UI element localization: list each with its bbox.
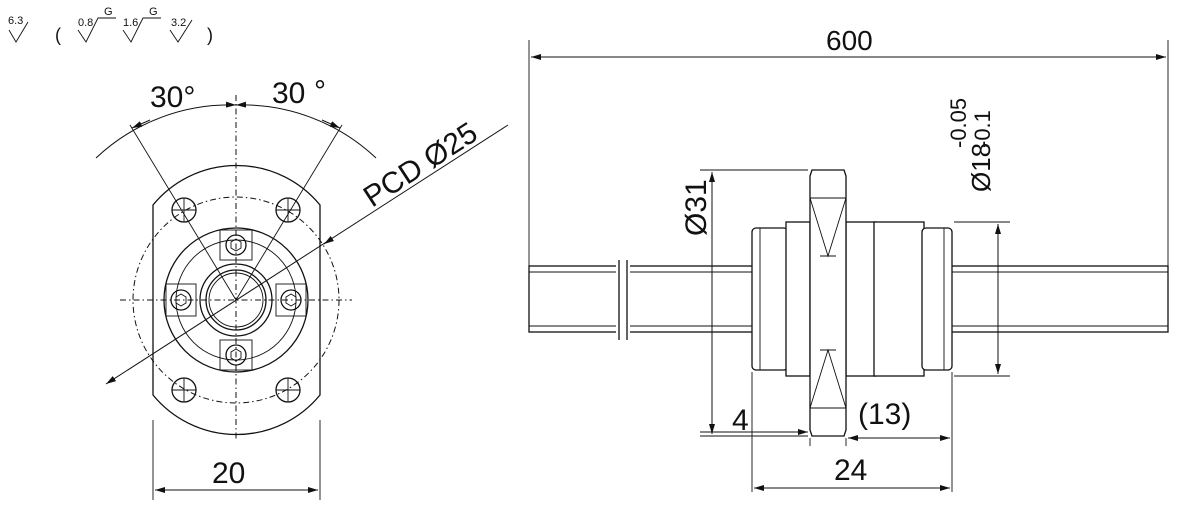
nut-body-right bbox=[873, 221, 925, 377]
nut-length-label: 24 bbox=[834, 454, 867, 487]
side-view: 600 bbox=[528, 25, 1169, 492]
mounting-holes bbox=[171, 197, 301, 403]
bore-inner bbox=[205, 269, 267, 331]
angle-leader-right bbox=[235, 124, 343, 301]
nut-end-right bbox=[921, 227, 953, 371]
pcd-circle bbox=[132, 196, 340, 404]
seal-plates bbox=[165, 229, 307, 371]
finish-value-3: 3.2 bbox=[171, 17, 186, 29]
finish-symbol-1: 0.8 G bbox=[77, 6, 116, 43]
shaft-dia-tol-lower: -0.1 bbox=[970, 110, 995, 148]
shaft-dia-label: Ø18 bbox=[966, 143, 996, 192]
pcd-leader bbox=[105, 124, 509, 385]
nut-end-left bbox=[751, 227, 789, 371]
surface-finish-legend: 6.3 ( 0.8 G 1.6 G 3.2 ) bbox=[8, 6, 213, 45]
ref-length-label: (13) bbox=[858, 398, 911, 431]
finish-main-value: 6.3 bbox=[8, 15, 23, 27]
angle-left-label: 30° bbox=[150, 81, 195, 114]
shaft-dia-tol-upper: -0.05 bbox=[946, 98, 971, 148]
angle-leader-left bbox=[129, 124, 237, 301]
bore-groove bbox=[208, 272, 264, 328]
nut-body-left bbox=[785, 221, 811, 377]
finish-symbol-2: 1.6 G bbox=[122, 6, 161, 43]
pcd-label: PCD Ø25 bbox=[358, 116, 484, 214]
nut-flange bbox=[809, 169, 847, 437]
socket-screws bbox=[170, 234, 302, 366]
flange-dia-label: Ø31 bbox=[680, 179, 713, 236]
finish-symbol-main: 6.3 bbox=[8, 15, 29, 43]
bore-outer bbox=[199, 263, 273, 337]
flange-thk-label: 4 bbox=[732, 404, 749, 437]
finish-grade-1: G bbox=[104, 6, 113, 18]
finish-value-2: 1.6 bbox=[123, 17, 138, 29]
length-label: 600 bbox=[826, 25, 873, 56]
angle-right-unit: ° bbox=[314, 75, 326, 108]
flange-outline bbox=[152, 164, 321, 436]
finish-close-paren: ) bbox=[207, 25, 213, 45]
angle-arc-left bbox=[95, 101, 237, 159]
front-view: 30° 30 ° PCD Ø25 20 bbox=[95, 75, 509, 500]
finish-symbol-3: 3.2 bbox=[169, 17, 193, 43]
finish-value-1: 0.8 bbox=[78, 17, 93, 29]
hub-outer bbox=[163, 227, 309, 373]
ball-nut bbox=[751, 169, 953, 437]
width-label: 20 bbox=[212, 457, 245, 490]
angle-arc-right bbox=[235, 101, 377, 159]
angle-right-value: 30 bbox=[272, 77, 305, 110]
finish-open-paren: ( bbox=[55, 25, 61, 45]
finish-grade-2: G bbox=[149, 6, 158, 18]
nut-body-mid bbox=[845, 221, 877, 377]
